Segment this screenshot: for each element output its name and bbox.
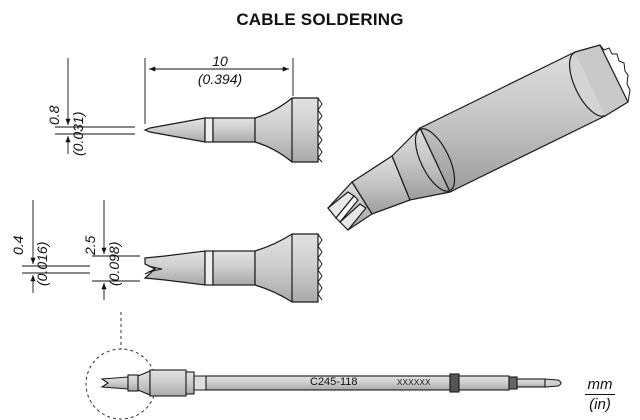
length-mm-label: 10 bbox=[212, 53, 228, 69]
tip-width-dimension bbox=[92, 200, 140, 300]
slot-mm-label: 0.4 bbox=[10, 235, 26, 255]
slot-in-label: (0.016) bbox=[34, 241, 50, 286]
units-in: (in) bbox=[589, 396, 611, 413]
length-dimension bbox=[144, 58, 294, 124]
tip-diameter-dimension bbox=[55, 58, 135, 154]
tip-in-label: (0.031) bbox=[70, 111, 86, 156]
conical-tip-side-view bbox=[143, 97, 323, 163]
units-divider bbox=[585, 394, 615, 395]
units-legend: mm (in) bbox=[580, 376, 620, 413]
units-mm: mm bbox=[587, 376, 613, 393]
cartridge-code-label: XXXXXX bbox=[397, 378, 431, 387]
slotted-tip-side-view bbox=[143, 233, 323, 303]
tip-mm-label: 0.8 bbox=[46, 105, 62, 125]
length-in-label: (0.394) bbox=[197, 71, 243, 87]
width-mm-label: 2.5 bbox=[82, 235, 98, 255]
tip-3d-render bbox=[327, 44, 631, 231]
page-title: CABLE SOLDERING bbox=[236, 10, 404, 29]
cartridge-model-label: C245-118 bbox=[310, 376, 358, 388]
cartridge-full-view bbox=[85, 312, 562, 420]
slot-width-dimension bbox=[22, 200, 90, 293]
width-in-label: (0.098) bbox=[106, 241, 122, 286]
